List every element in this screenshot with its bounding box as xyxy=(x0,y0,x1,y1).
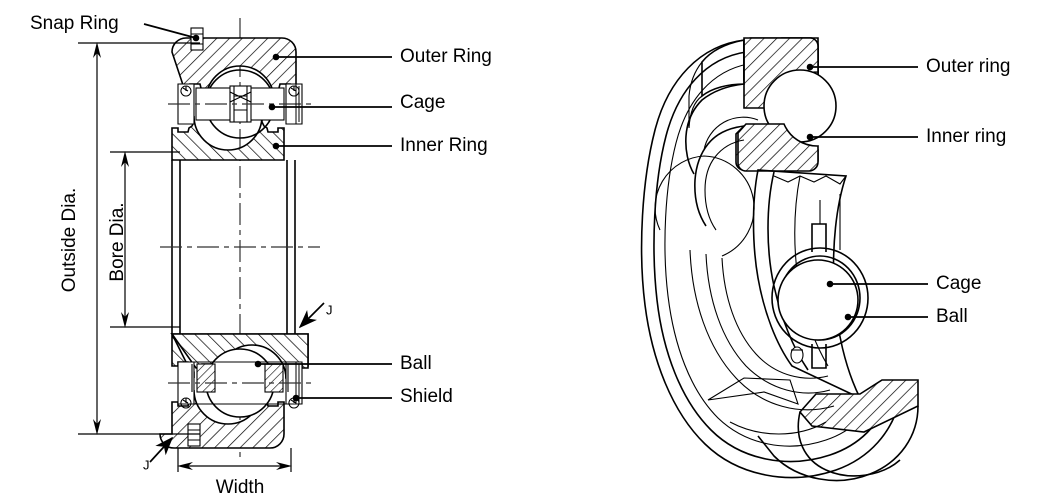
ball-3d-ghost-upper xyxy=(703,116,759,151)
callout-shield: Shield xyxy=(292,386,453,407)
seal-block-right xyxy=(264,363,284,393)
outside-dia-label: Outside Dia. xyxy=(59,188,80,293)
cross-section-view: Outside Dia. Bore Dia. Width xyxy=(30,13,492,498)
outer-ring-label: Outer Ring xyxy=(400,46,492,67)
inner-ring-cut-face-2 xyxy=(704,139,745,231)
raceway-depth-arc-3 xyxy=(721,257,829,379)
inner-ring-3d-section xyxy=(735,123,819,172)
bore-dia-label: Bore Dia. xyxy=(107,202,128,281)
callout-inner-ring: Inner Ring xyxy=(272,135,488,156)
shield-label: Shield xyxy=(400,386,453,407)
inner-ring-anchor-dot xyxy=(272,142,280,150)
callout-3d-ball: Ball xyxy=(844,306,968,327)
chamfer-lower-left-text: J xyxy=(143,457,150,472)
chamfer-upper-right-text: J xyxy=(326,302,333,317)
ball-3d-label: Ball xyxy=(936,306,968,327)
cage-3d-anchor-dot xyxy=(826,280,834,288)
chamfer-mark-upper-right: J xyxy=(298,302,333,329)
raceway-floor-polyline xyxy=(707,377,799,405)
callout-ball: Ball xyxy=(254,353,432,374)
inner-ring-3d-bottom-section xyxy=(757,379,919,482)
ball-3d-ghost-left xyxy=(654,155,755,257)
bore-walls xyxy=(160,160,320,334)
chamfer-mark-lower-left: J xyxy=(143,436,174,472)
raceway-inner-curve-3d xyxy=(685,83,745,175)
inner-ring-3d-anchor-dot xyxy=(806,133,814,141)
outer-ring-cut-face-edge xyxy=(688,61,703,129)
width-label: Width xyxy=(216,477,265,498)
callout-cage: Cage xyxy=(268,92,445,113)
raceway-depth-arc-1 xyxy=(689,249,835,411)
snap-ring-label: Snap Ring xyxy=(30,13,119,34)
inner-ring-label: Inner Ring xyxy=(400,135,488,156)
callout-3d-inner-ring: Inner ring xyxy=(806,126,1006,147)
ball-3d-lower xyxy=(777,259,859,341)
seal-block-left xyxy=(196,363,216,393)
snap-ring-anchor-dot xyxy=(192,34,200,42)
outer-ring-3d-label: Outer ring xyxy=(926,56,1010,77)
outside-dia-dimension: Outside Dia. xyxy=(59,42,200,435)
shield-bottom-assembly xyxy=(168,361,312,409)
inner-ring-cut-face xyxy=(694,125,745,227)
snap-ring-groove-bottom xyxy=(187,423,201,447)
cutaway-3d-view: Outer ring Inner ring Cage Ball xyxy=(640,37,1010,482)
cage-rivet-top xyxy=(229,85,252,123)
cage-anchor-dot xyxy=(268,103,276,111)
raceway-floor-edge xyxy=(729,421,827,435)
outer-ring-3d-silhouette-inner xyxy=(653,51,889,463)
ball-label: Ball xyxy=(400,353,432,374)
cage-top xyxy=(168,85,312,123)
callout-3d-cage: Cage xyxy=(826,273,981,294)
ball-anchor-dot xyxy=(254,360,262,368)
bore-dia-dimension: Bore Dia. xyxy=(107,151,180,328)
shield-anchor-dot xyxy=(292,394,300,402)
ball-3d-anchor-dot xyxy=(844,313,852,321)
inner-ring-3d-label: Inner ring xyxy=(926,126,1006,147)
outer-ring-3d-silhouette xyxy=(640,39,901,479)
cage-label: Cage xyxy=(400,92,445,113)
outer-ring-3d-silhouette-inner2 xyxy=(664,63,880,447)
cage-rivet-hole-3d xyxy=(790,346,804,364)
callout-snap-ring: Snap Ring xyxy=(30,13,200,42)
callout-3d-outer-ring: Outer ring xyxy=(806,56,1010,77)
outer-ring-3d-anchor-dot xyxy=(806,63,814,71)
callout-outer-ring: Outer Ring xyxy=(272,46,492,67)
cage-3d-label: Cage xyxy=(936,273,981,294)
width-dimension: Width xyxy=(177,448,292,498)
outer-ring-anchor-dot xyxy=(272,53,280,61)
raceway-depth-arc-2 xyxy=(705,253,831,394)
